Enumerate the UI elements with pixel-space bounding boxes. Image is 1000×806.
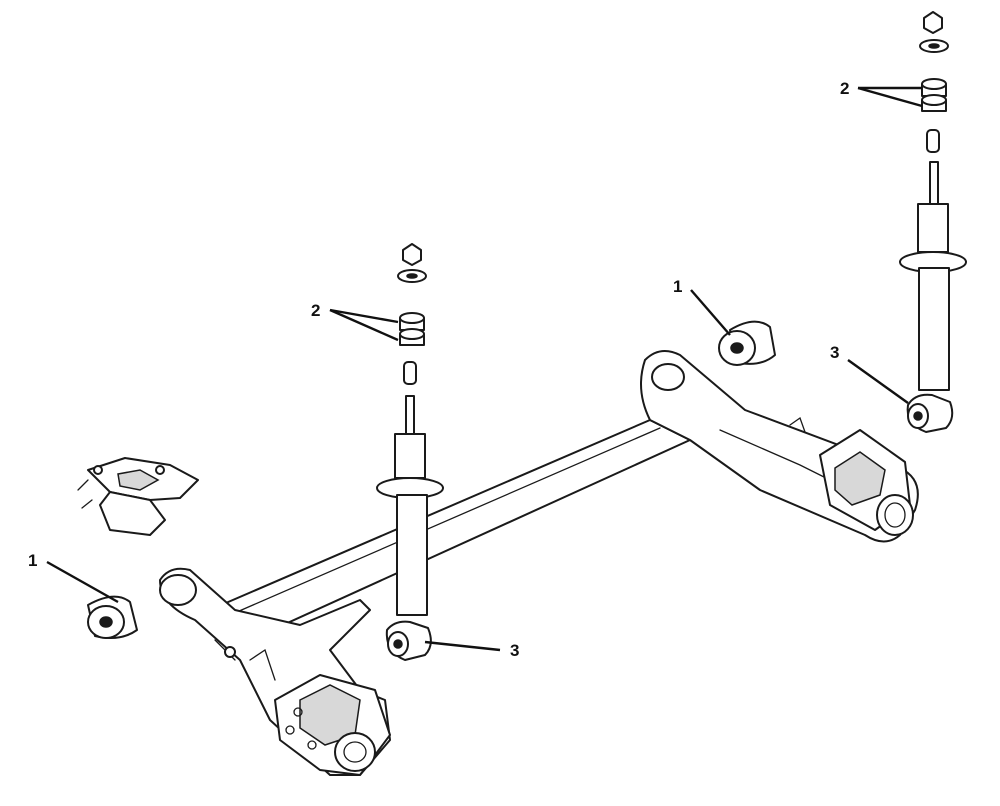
shock-absorber-left — [376, 243, 444, 661]
bushing-right — [718, 320, 776, 366]
leader-lines — [46, 86, 923, 652]
callout-1-left: 1 — [28, 551, 37, 570]
callout-3-right: 3 — [830, 343, 839, 362]
callout-2-left: 2 — [311, 301, 320, 320]
bushing-left — [87, 595, 138, 639]
callout-1-right: 1 — [673, 277, 682, 296]
mounting-bracket — [77, 457, 199, 536]
callout-2-right: 2 — [840, 79, 849, 98]
shock-absorber-right — [899, 11, 967, 433]
callout-3-left: 3 — [510, 641, 519, 660]
torsion-beam-axle — [159, 350, 919, 776]
